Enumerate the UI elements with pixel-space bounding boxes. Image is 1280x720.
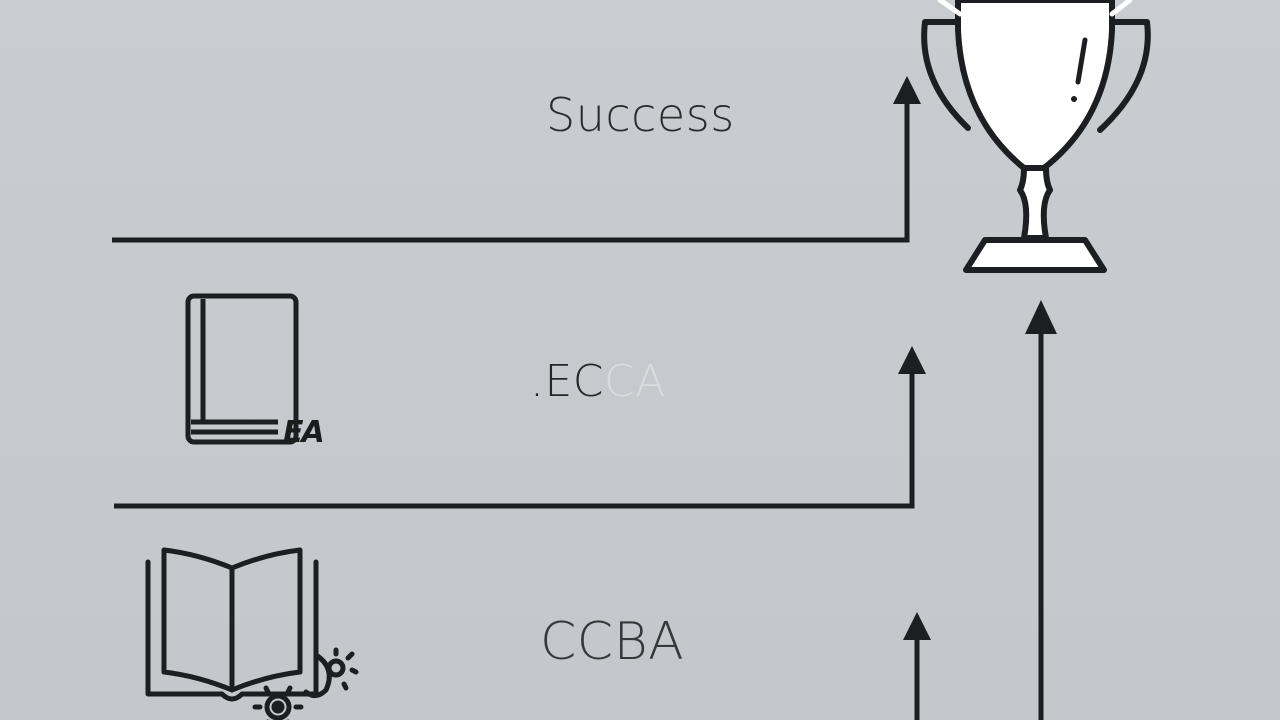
trophy-icon bbox=[921, 0, 1151, 273]
book-icon bbox=[185, 293, 299, 445]
success-step-arrow bbox=[112, 76, 921, 243]
ccba-label: CCBA bbox=[540, 612, 685, 672]
ccba-step-arrow bbox=[903, 612, 931, 720]
trophy-arrow bbox=[1025, 300, 1057, 720]
ecca-label-faded: CA bbox=[604, 356, 666, 407]
ecca-label-main: .EC bbox=[530, 356, 605, 407]
book-tag: EA bbox=[283, 415, 325, 450]
ecca-label: .ECCA bbox=[530, 356, 666, 407]
success-label: Success bbox=[546, 88, 735, 142]
ecca-step-arrow bbox=[114, 346, 926, 509]
open-book-gears-icon bbox=[145, 547, 359, 720]
